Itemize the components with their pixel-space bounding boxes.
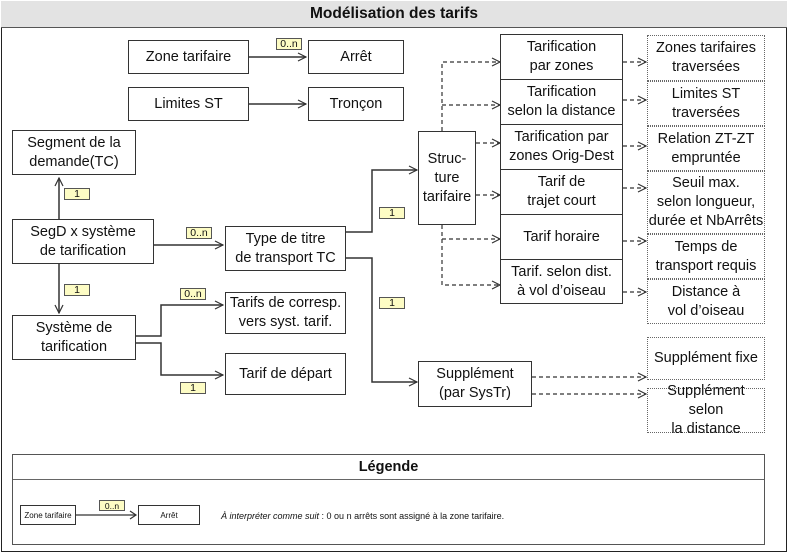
legend-example-arrow — [76, 510, 138, 520]
attribute-limites-traversees[interactable]: Limites ST traversées — [647, 81, 765, 126]
multiplicity-systeme-depart: 1 — [180, 382, 206, 394]
structure-type-distance[interactable]: Tarification selon la distance — [500, 79, 623, 125]
multiplicity-segd-type: 0..n — [186, 227, 212, 239]
structure-type-vol-oiseau[interactable]: Tarif. selon dist. à vol d’oiseau — [500, 259, 623, 304]
node-zone-tarifaire[interactable]: Zone tarifaire — [128, 40, 249, 74]
node-limites-st[interactable]: Limites ST — [128, 87, 249, 121]
multiplicity-systeme-corresp: 0..n — [180, 288, 206, 300]
legend-explanation: À interpréter comme suit : 0 ou n arrêts… — [221, 511, 504, 521]
supplement-fixe[interactable]: Supplément fixe — [647, 337, 765, 380]
node-tarifs-corresp[interactable]: Tarifs de corresp. vers syst. tarif. — [225, 292, 346, 334]
legend-explanation-italic: À interpréter comme suit — [221, 511, 320, 521]
legend-title: Légende — [13, 455, 764, 480]
legend-example-source: Zone tarifaire — [20, 505, 76, 525]
node-systeme-tarification[interactable]: Système de tarification — [12, 315, 136, 360]
attribute-relation-zt[interactable]: Relation ZT-ZT empruntée — [647, 126, 765, 171]
attribute-seuil-max[interactable]: Seuil max. selon longueur, durée et NbAr… — [647, 171, 765, 234]
node-type-titre[interactable]: Type de titre de transport TC — [225, 226, 346, 271]
node-arret[interactable]: Arrêt — [308, 40, 404, 74]
diagram-title: Modélisation des tarifs — [1, 1, 787, 28]
node-segd-systeme[interactable]: SegD x système de tarification — [12, 219, 154, 264]
legend-panel: Légende Zone tarifaire Arrêt 0..n À inte… — [12, 454, 765, 545]
node-troncon[interactable]: Tronçon — [308, 87, 404, 121]
node-segment-demande[interactable]: Segment de la demande(TC) — [12, 130, 136, 175]
multiplicity-segd-systeme: 1 — [64, 284, 90, 296]
attribute-temps-transport[interactable]: Temps de transport requis — [647, 234, 765, 279]
node-tarif-depart[interactable]: Tarif de départ — [225, 353, 346, 395]
supplement-selon-distance[interactable]: Supplément selon la distance — [647, 383, 765, 437]
legend-example-target: Arrêt — [138, 505, 200, 525]
node-supplement[interactable]: Supplément (par SysTr) — [418, 361, 532, 407]
attribute-distance-vol-oiseau[interactable]: Distance à vol d’oiseau — [647, 279, 765, 324]
node-structure-tarifaire[interactable]: Struc- ture tarifaire — [418, 131, 476, 225]
legend-example-multiplicity: 0..n — [99, 500, 125, 511]
multiplicity-zone-arret: 0..n — [276, 38, 302, 50]
structure-type-horaire[interactable]: Tarif horaire — [500, 214, 623, 260]
structure-type-orig-dest[interactable]: Tarification par zones Orig-Dest — [500, 124, 623, 170]
attribute-zones-traversees[interactable]: Zones tarifaires traversées — [647, 35, 765, 81]
multiplicity-type-structure: 1 — [379, 207, 405, 219]
legend-explanation-rest: : 0 ou n arrêts sont assigné à la zone t… — [319, 511, 505, 521]
structure-type-zones[interactable]: Tarification par zones — [500, 34, 623, 80]
multiplicity-type-supplement: 1 — [379, 297, 405, 309]
multiplicity-segd-segment: 1 — [64, 188, 90, 200]
structure-type-trajet-court[interactable]: Tarif de trajet court — [500, 169, 623, 215]
